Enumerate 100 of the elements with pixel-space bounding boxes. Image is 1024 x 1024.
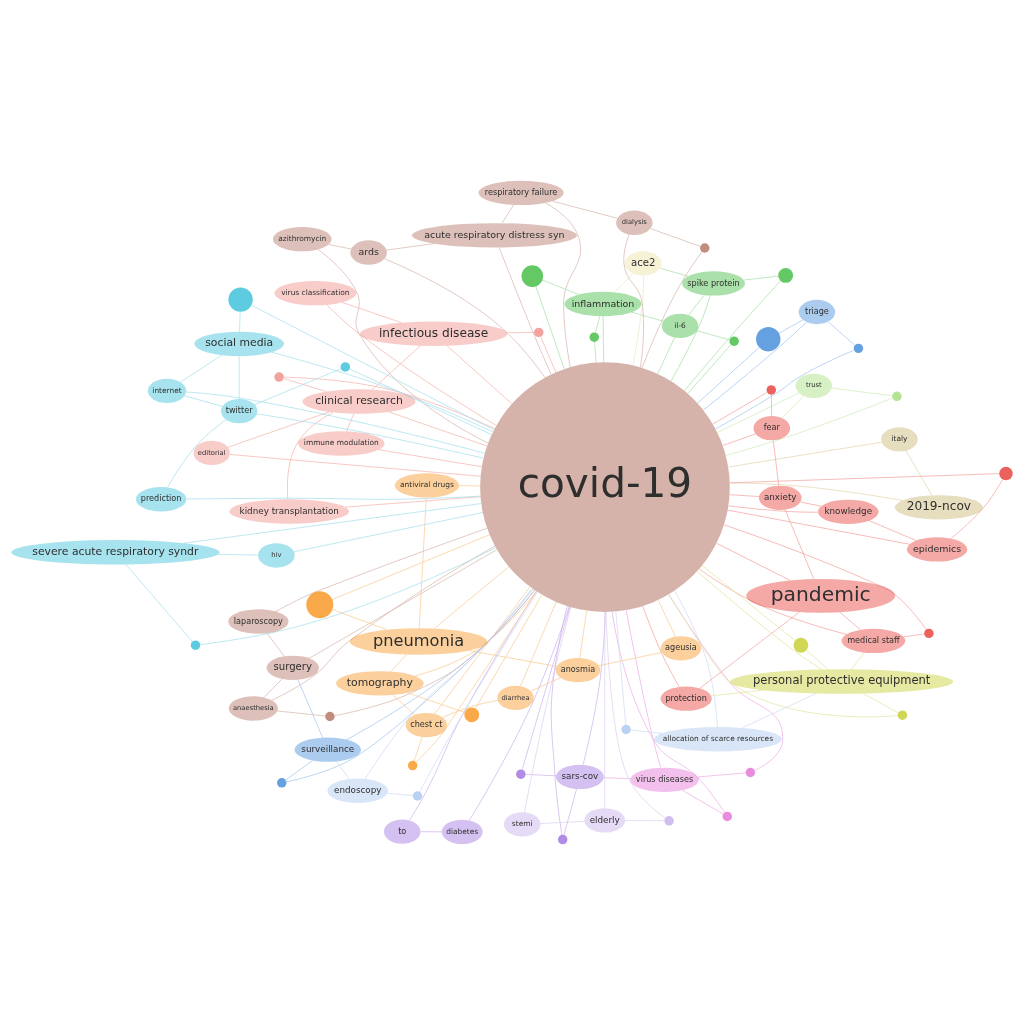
node-ellipse: fear — [753, 415, 791, 440]
connector — [632, 274, 644, 366]
connector — [293, 511, 483, 552]
connector — [275, 527, 488, 612]
connector — [598, 651, 662, 666]
connector — [530, 677, 561, 691]
node-circle: covid-19 — [480, 361, 730, 612]
connector — [344, 495, 481, 507]
connector — [285, 759, 313, 780]
node-ellipse: sars-cov — [556, 764, 604, 789]
connector — [125, 563, 193, 642]
connector — [725, 397, 893, 456]
connector — [336, 760, 350, 779]
connector — [605, 611, 666, 818]
connector — [728, 441, 883, 467]
connector — [180, 354, 223, 382]
connector — [563, 788, 577, 835]
connector — [905, 449, 933, 496]
connector — [696, 329, 730, 340]
connector — [498, 246, 552, 375]
connector — [688, 294, 705, 315]
connector — [229, 453, 481, 477]
connector — [699, 568, 847, 635]
connector — [378, 448, 483, 467]
node-circle — [766, 384, 776, 395]
connector — [525, 773, 557, 776]
connector — [407, 691, 465, 713]
node-circle — [853, 343, 864, 353]
node-ellipse: acute respiratory distress syn — [411, 222, 577, 247]
connector — [384, 257, 546, 378]
connector — [540, 820, 585, 824]
connector — [623, 233, 644, 367]
node-ellipse: protection — [660, 685, 712, 711]
node-ellipse: respiratory failure — [478, 180, 564, 205]
node-circle — [340, 361, 351, 372]
connector — [283, 377, 327, 392]
node-circle — [745, 767, 756, 777]
node-ellipse: anosmia — [555, 657, 601, 682]
connector — [715, 349, 855, 429]
connector — [742, 692, 817, 728]
connector — [349, 368, 492, 435]
connector — [781, 395, 804, 418]
connector — [697, 772, 746, 777]
connector — [544, 202, 582, 367]
connector — [642, 605, 680, 687]
node-circle — [521, 264, 544, 287]
connector — [200, 546, 497, 645]
connector — [328, 243, 352, 249]
node-ellipse: triage — [798, 299, 836, 324]
connector — [800, 501, 822, 507]
connector — [540, 335, 557, 373]
connector — [317, 248, 489, 444]
connector — [650, 227, 701, 247]
connector — [263, 678, 283, 698]
node-ellipse: elderly — [584, 807, 626, 833]
connector — [183, 502, 482, 543]
connector — [506, 331, 535, 333]
connector — [687, 343, 732, 394]
connector — [659, 267, 689, 276]
connector — [631, 311, 664, 321]
connector — [684, 280, 781, 391]
connector — [703, 321, 807, 410]
node-ellipse: tomography — [335, 670, 424, 695]
connector — [332, 608, 387, 630]
node-circle — [325, 711, 335, 721]
node-ellipse: inflammation — [564, 291, 642, 316]
connector — [770, 394, 772, 416]
connector — [388, 411, 488, 446]
connector — [392, 694, 416, 715]
connector — [839, 611, 861, 630]
connector — [458, 484, 481, 486]
node-circle — [722, 811, 732, 821]
node-ellipse: personal protective equipment — [730, 668, 954, 694]
node-circle — [589, 331, 599, 342]
connector — [434, 565, 510, 629]
node-circle — [778, 267, 794, 283]
node-ellipse: pandemic — [746, 578, 896, 613]
connector — [520, 601, 557, 686]
connector — [630, 729, 663, 734]
connector — [625, 609, 662, 768]
connector — [868, 519, 917, 541]
connector — [542, 279, 580, 295]
node-ellipse: to — [383, 818, 421, 844]
node-circle — [756, 326, 781, 351]
node-ellipse: prediction — [135, 486, 187, 511]
connector — [723, 524, 927, 630]
node-ellipse: anxiety — [758, 485, 802, 510]
node-ellipse: clinical research — [302, 388, 416, 414]
connector — [239, 311, 241, 332]
connector — [418, 496, 427, 628]
connector — [697, 346, 760, 404]
connector — [784, 508, 815, 579]
connector — [184, 394, 223, 407]
connector — [341, 301, 402, 323]
node-ellipse: infectious disease — [360, 321, 508, 346]
node-circle — [228, 287, 253, 312]
node-ellipse: laparoscopy — [228, 608, 289, 634]
node-circle — [534, 327, 544, 337]
connector — [287, 411, 334, 499]
connector — [346, 412, 355, 432]
